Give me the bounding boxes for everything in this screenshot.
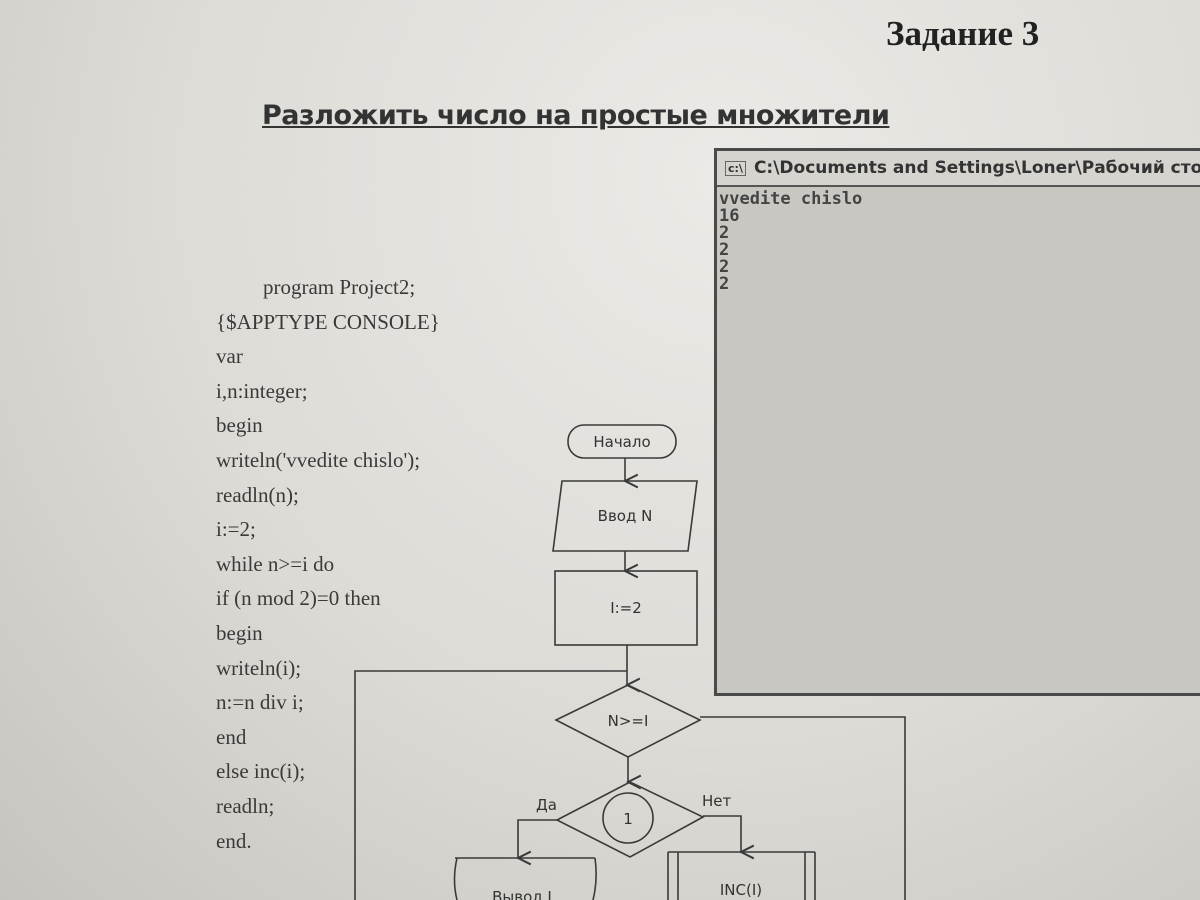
console-line: 2 — [719, 257, 730, 277]
condition-label: N>=I — [608, 712, 649, 730]
console-line: 16 — [719, 206, 740, 226]
code-line: end — [216, 724, 247, 749]
code-line: if (n mod 2)=0 then — [216, 586, 381, 611]
code-line: end. — [216, 828, 252, 853]
program-code: program Project2; {$APPTYPE CONSOLE} var i,… — [216, 270, 440, 858]
console-line: 2 — [719, 274, 730, 294]
code-line: else inc(i); — [216, 759, 306, 784]
no-label: Нет — [702, 792, 732, 810]
code-line: while n>=i do — [216, 551, 335, 576]
start-label: Начало — [593, 433, 650, 451]
code-line: n:=n div i; — [216, 690, 304, 715]
input-label: Ввод N — [598, 507, 653, 525]
init-label: I:=2 — [610, 599, 642, 617]
console-line: 2 — [719, 223, 730, 243]
code-line: begin — [216, 413, 263, 438]
no-branch — [703, 815, 741, 852]
decision-diamond: 1 — [555, 781, 705, 858]
code-line: writeln('vvedite chislo'); — [216, 447, 421, 472]
increment-block: INC(I) — [667, 851, 816, 900]
init-block: I:=2 — [554, 570, 698, 646]
code-line: i:=2; — [216, 517, 256, 542]
code-line: readln(n); — [216, 482, 299, 507]
code-line: var — [216, 344, 243, 369]
code-line: program Project2; — [263, 275, 416, 299]
code-line: writeln(i); — [216, 655, 302, 680]
connector-label: 1 — [623, 810, 633, 828]
yes-branch — [518, 819, 557, 858]
console-window: c:\ C:\Documents and Settings\Loner\Рабо… — [714, 148, 1200, 696]
task-heading: Разложить число на простые множители — [262, 100, 890, 131]
loop-back-line — [354, 670, 627, 900]
console-title: C:\Documents and Settings\Loner\Рабочий … — [753, 158, 1200, 178]
increment-label: INC(I) — [720, 881, 762, 899]
code-line: begin — [216, 620, 263, 645]
exit-line — [700, 716, 906, 900]
task-title: Задание 3 — [886, 14, 1040, 53]
input-block: Ввод N — [552, 480, 698, 552]
start-terminator: Начало — [567, 424, 677, 459]
yes-label: Да — [536, 796, 557, 814]
console-icon: c:\ — [725, 160, 746, 176]
console-line: vvedite chislo — [719, 189, 863, 209]
output-label: Вывод I — [492, 888, 552, 900]
console-title-bar[interactable]: c:\ C:\Documents and Settings\Loner\Рабо… — [717, 151, 1200, 187]
condition-diamond: N>=I — [554, 684, 702, 758]
code-line: i,n:integer; — [216, 378, 308, 403]
console-line: 2 — [719, 240, 730, 260]
output-block: Вывод I — [453, 857, 597, 900]
code-line: {$APPTYPE CONSOLE} — [216, 309, 440, 334]
code-line: readln; — [216, 793, 275, 818]
